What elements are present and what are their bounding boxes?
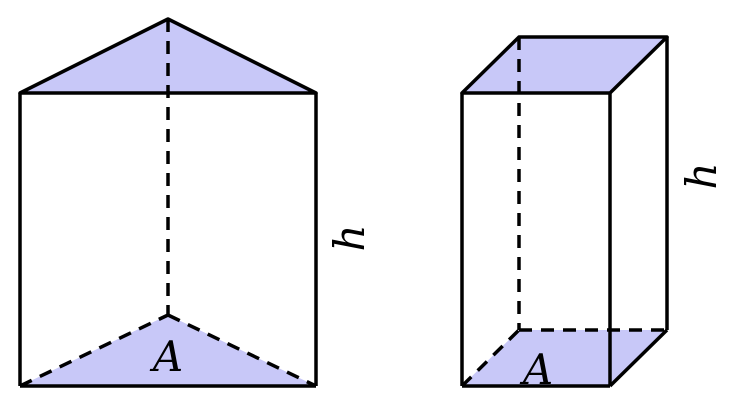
- triangular-prism-hidden-base-edge-left: [19, 313, 169, 388]
- triangular-prism-hidden-base-edge-right: [167, 313, 317, 388]
- rectangular-prism: A h: [460, 35, 726, 394]
- rectangular-prism-base-face: [462, 330, 667, 386]
- rectangular-prism-height-label: h: [677, 162, 726, 189]
- rectangular-prism-top-face: [460, 35, 669, 95]
- triangular-prism-base-face: [20, 315, 316, 386]
- rectangular-prism-hidden-left-bottom-edge: [460, 328, 521, 388]
- triangular-prism-base-label: A: [149, 332, 183, 381]
- triangular-prism: A h: [18, 17, 374, 388]
- rectangular-prism-base-label: A: [519, 345, 553, 394]
- rectangular-prism-right-bottom-edge: [608, 328, 669, 388]
- triangular-prism-height-label: h: [325, 224, 374, 251]
